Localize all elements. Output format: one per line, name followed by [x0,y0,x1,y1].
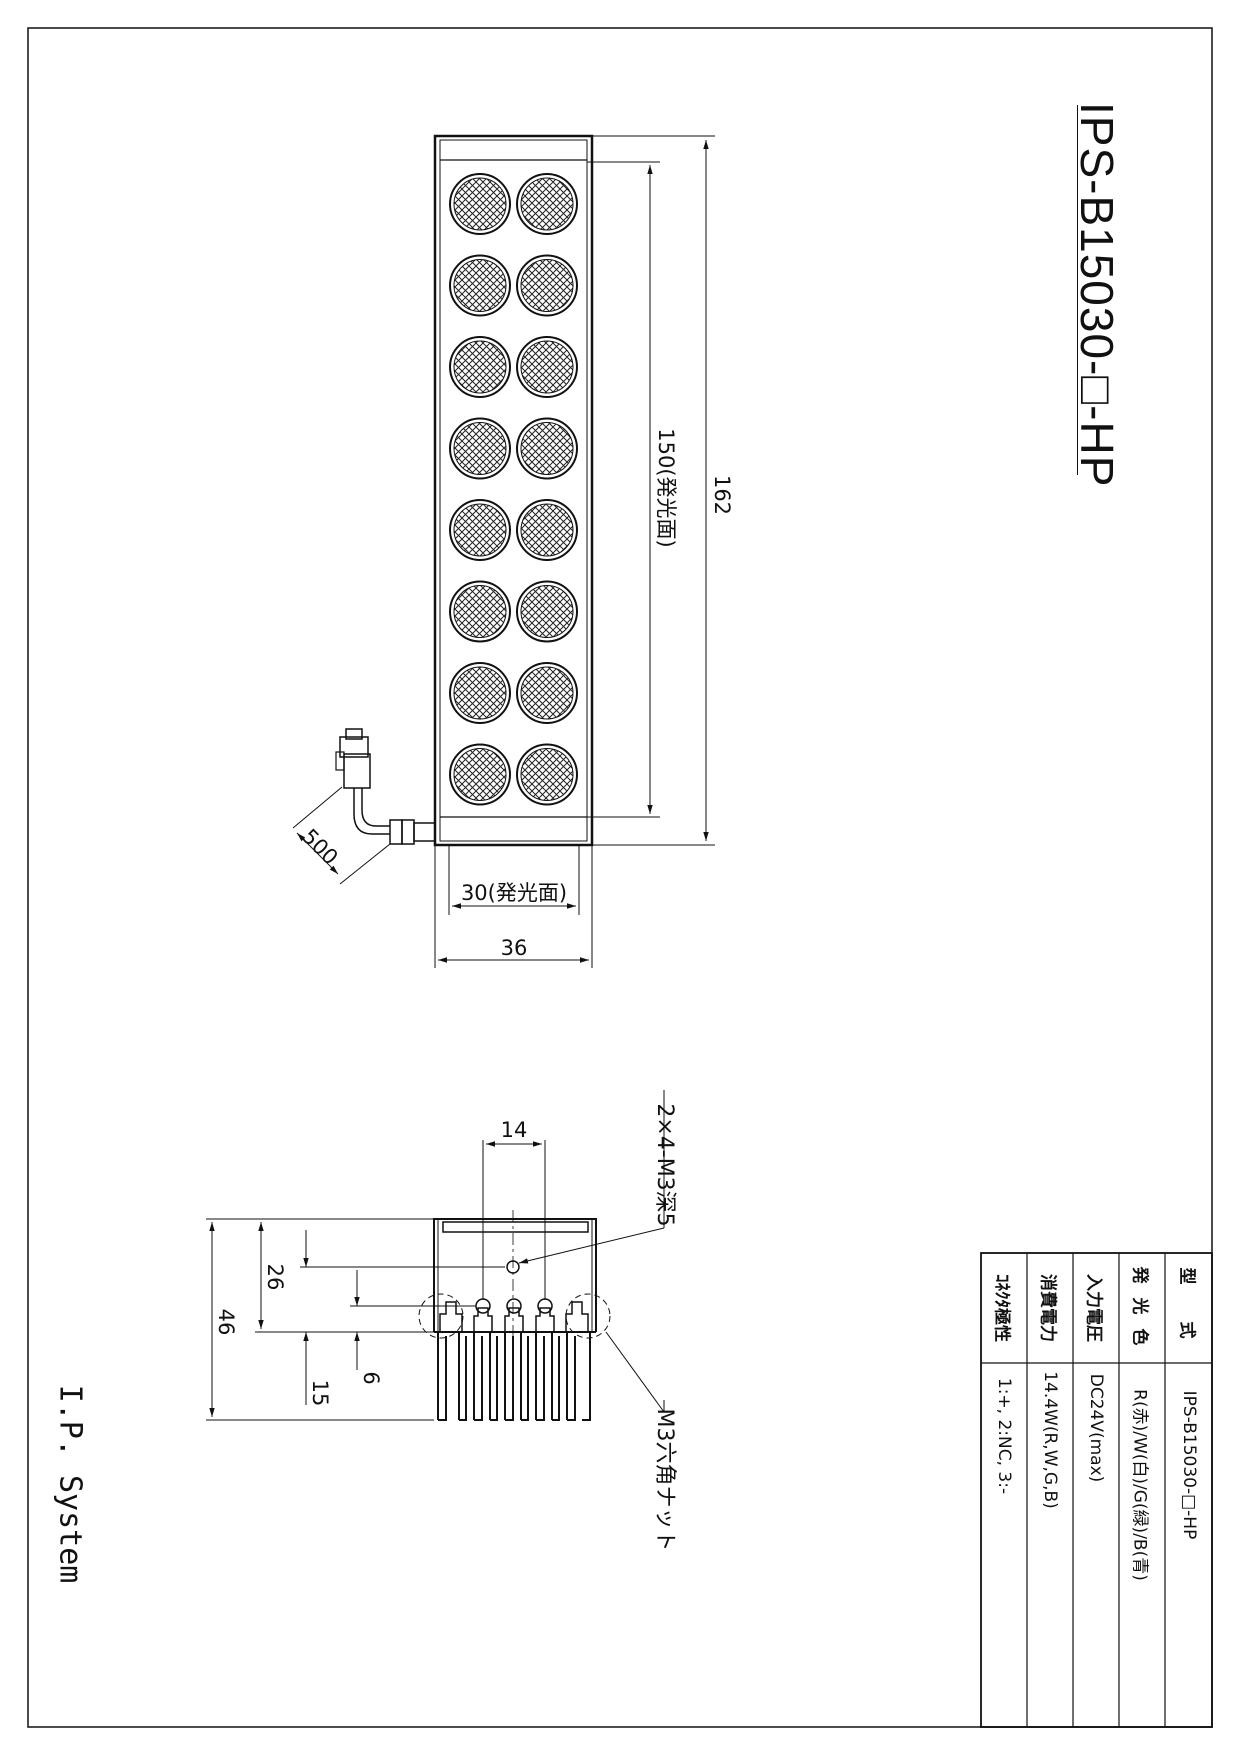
spec-table-frame [980,1252,1213,1728]
dim-46: 46 [214,1308,238,1336]
spec-label-model: 型 式 [1176,1267,1197,1349]
led-ring [516,254,578,317]
spec-label-polarity: ｺﾈｸﾀ極性 [991,1274,1012,1342]
spec-label-color: 発 光 色 [1129,1266,1150,1350]
led-lens [520,748,574,801]
heatsink-fin [536,1336,545,1421]
heatsink-fin [474,1336,483,1421]
top-view [335,134,594,847]
heatsink-fin [521,1336,529,1421]
led-ring [449,254,511,317]
side-view [418,1210,611,1421]
led-ring [516,499,578,561]
led-lens [520,259,574,312]
led-ring [449,499,511,561]
led-ring [516,336,578,398]
heatsink-fin [552,1336,560,1421]
led-ring [449,336,511,398]
spec-value-power: 14.4W(R,W,G,B) [1040,1371,1060,1509]
spec-label-power: 消費電力 [1037,1274,1058,1342]
led-lens [453,503,507,557]
led-lens [453,340,507,394]
spec-value-voltage: DC24V(max) [1086,1373,1106,1483]
spec-value-color: R(赤)/W(白)/G(緑)/B(青) [1129,1389,1150,1581]
heatsink-fin [459,1336,467,1421]
led-ring [516,417,578,480]
led-lens [520,585,574,638]
led-ring [449,580,511,643]
dim-30-emit: 30(発光面) [460,881,568,905]
drawing-border [27,27,1213,1728]
heatsink-fin [505,1336,514,1421]
dim-6: 6 [359,1371,383,1385]
dim-36: 36 [500,936,528,960]
dim-150-emit: 150(発光面) [654,428,678,548]
led-ring [449,417,511,480]
dim-162: 162 [710,474,734,516]
title-underline [1077,105,1078,475]
led-lens [453,748,507,801]
led-lens [453,422,507,475]
led-ring [516,580,578,643]
spec-value-polarity: 1:+, 2:NC, 3:- [994,1377,1014,1495]
led-lens [453,259,507,312]
dim-15: 15 [308,1379,332,1407]
led-lens [453,585,507,638]
callout-taps: 2×4-M3深5 [652,1103,677,1227]
led-ring [516,743,578,806]
led-ring [449,173,511,235]
side-view-dimensions [206,1090,665,1421]
heatsink-fin [490,1336,498,1421]
spec-value-model: IPS-B15030-□-HP [1179,1390,1199,1540]
led-lens [453,177,507,231]
top-view-dimensions [292,135,715,968]
led-lens [520,177,574,231]
led-lens [520,666,574,720]
heatsink-fin [567,1336,576,1421]
callout-nut: M3六角ナット [652,1408,677,1552]
heatsink-fin [438,1336,447,1421]
led-ring [449,662,511,724]
heatsink-fin [582,1336,591,1421]
dim-26: 26 [263,1263,287,1291]
led-lens [453,666,507,720]
drawing-title: IPS-B15030-□-HP [1071,102,1123,488]
spec-label-voltage: 入力電圧 [1083,1274,1104,1342]
led-ring [449,743,511,806]
led-ring [516,173,578,235]
led-lens [520,340,574,394]
led-lens [520,503,574,557]
led-lens [520,422,574,475]
maker-label: I.P. System [52,1384,88,1584]
led-ring [516,662,578,724]
led-array [449,173,578,806]
dim-14: 14 [500,1118,528,1142]
